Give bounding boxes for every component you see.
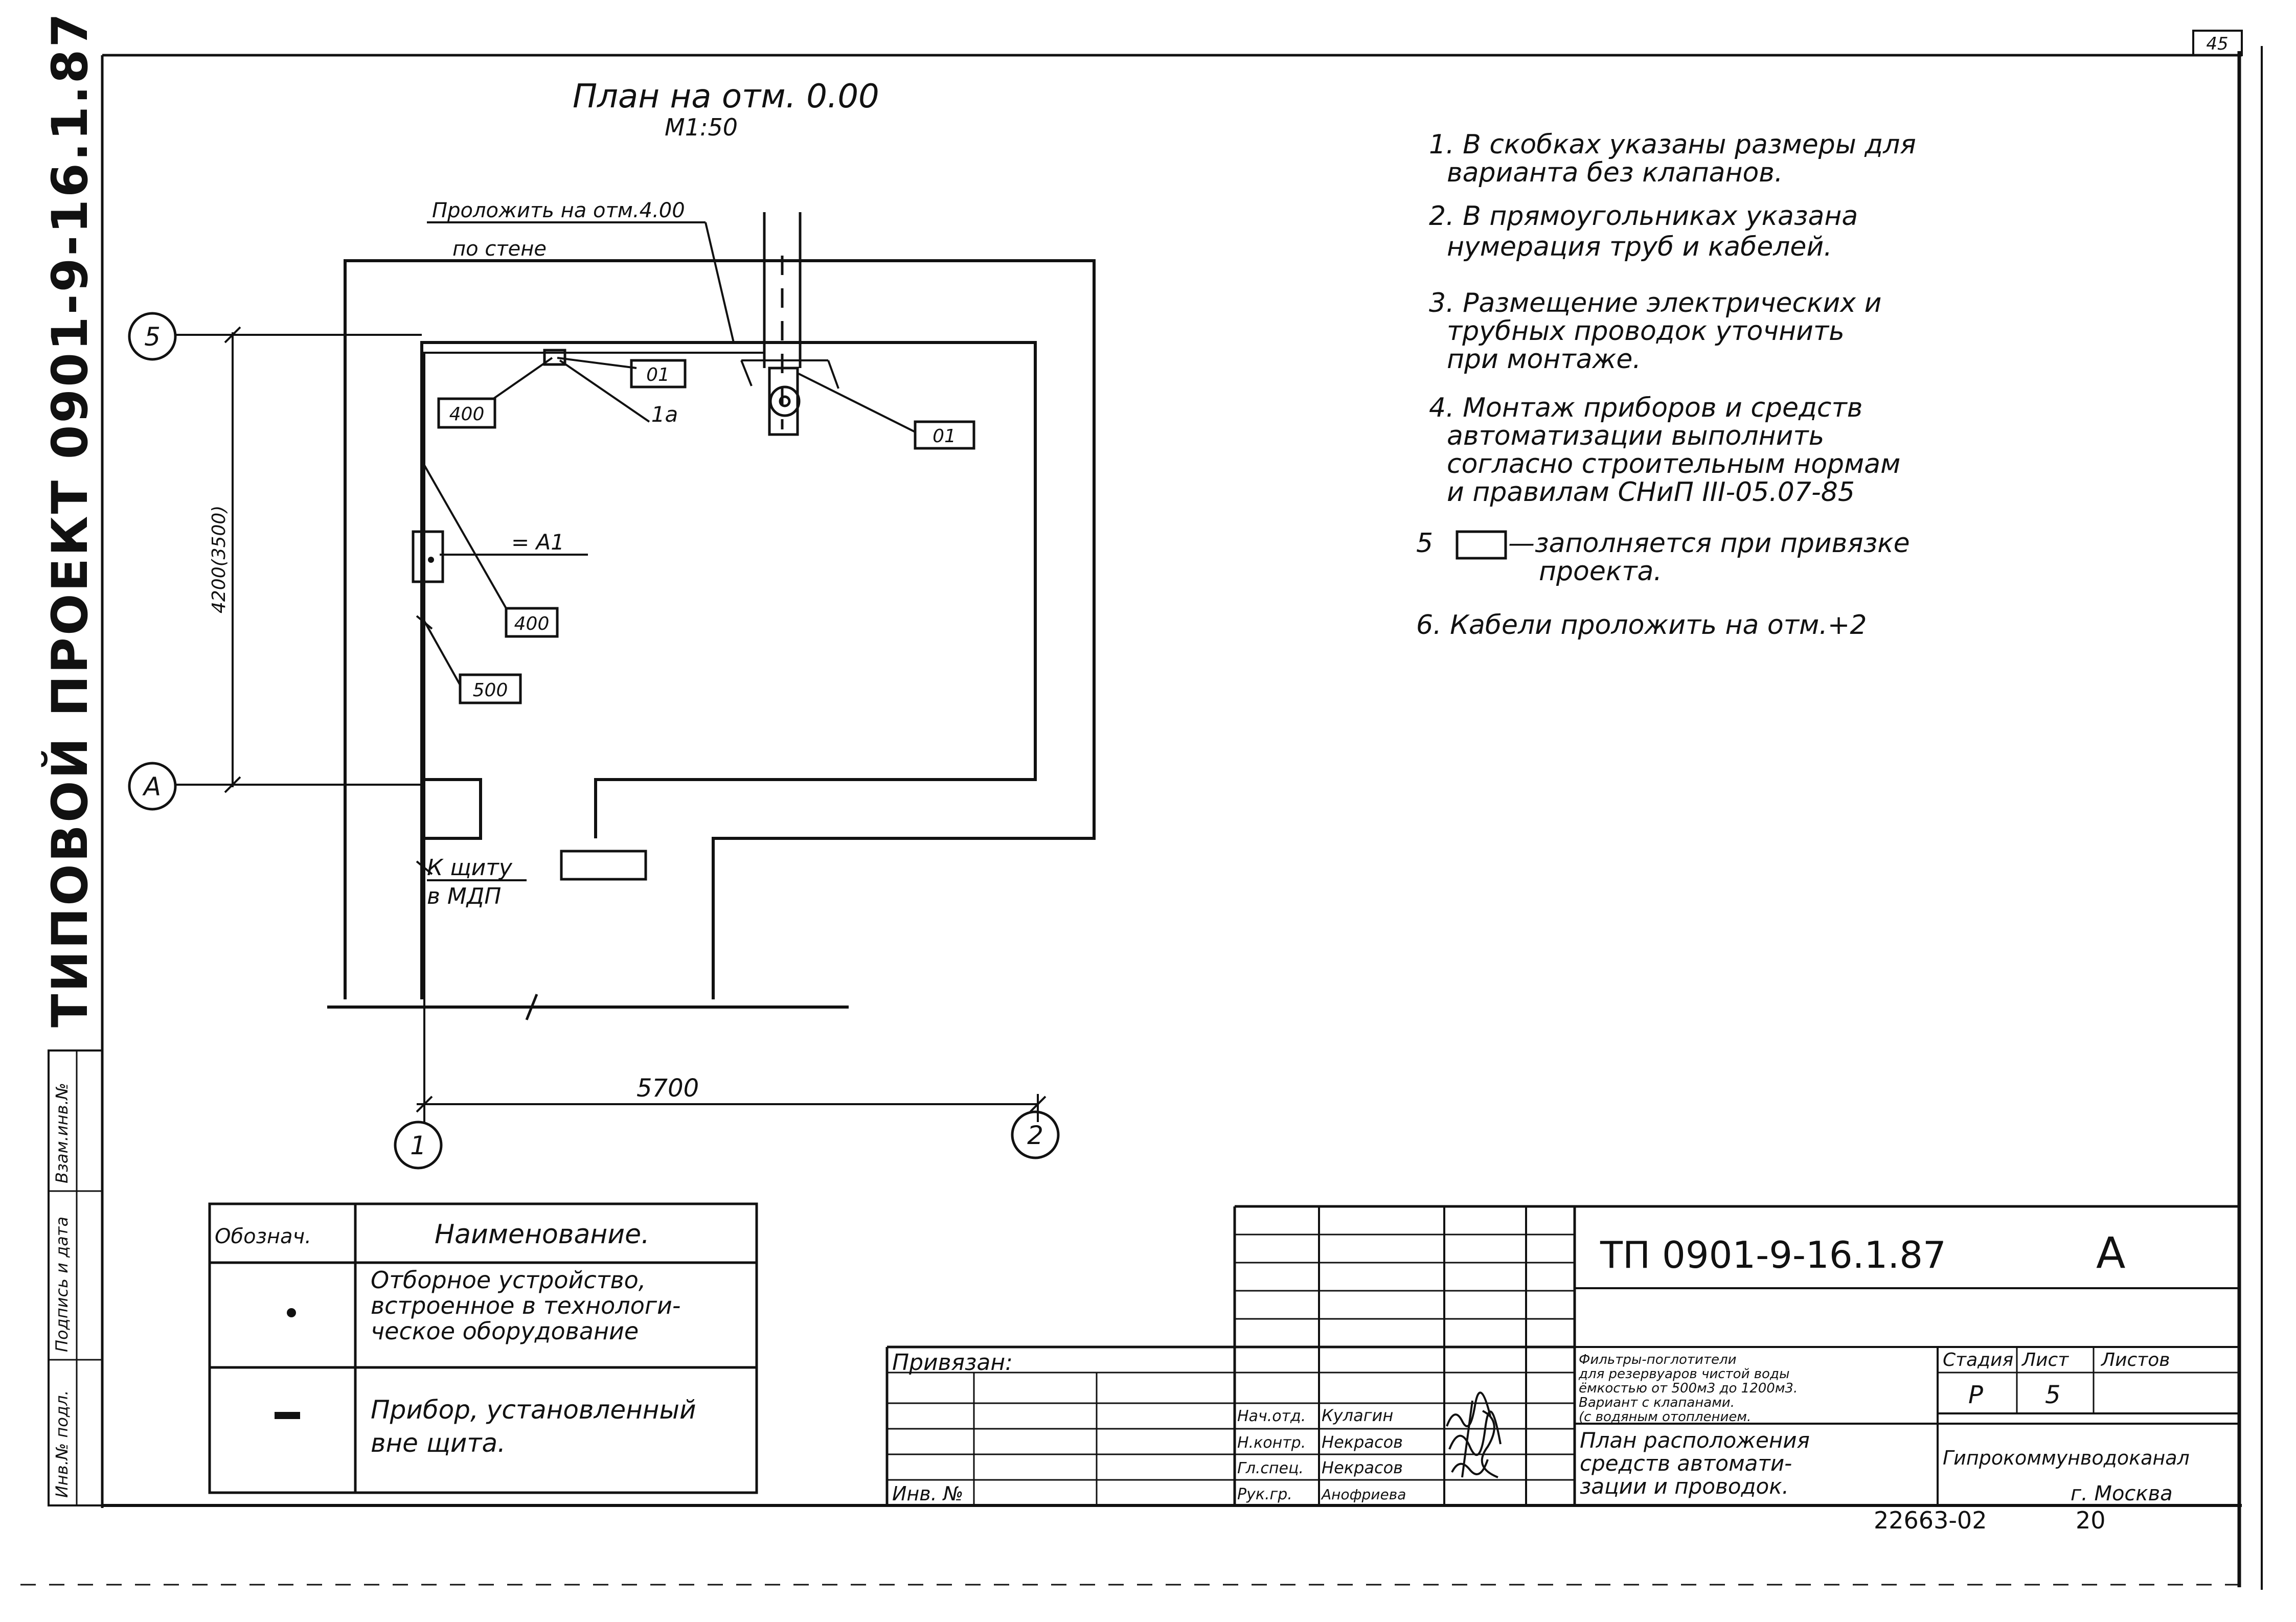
axis-a: А (142, 772, 161, 802)
drawing-line-3: зации и проводок. (1580, 1474, 1789, 1499)
name-4: Анофриева (1321, 1486, 1406, 1503)
object-line-5: (с водяным отоплением. (1579, 1409, 1751, 1425)
note-4-line3: согласно строительным нормам (1447, 449, 1900, 479)
side-margin: ТИПОВОЙ ПРОЕКТ 0901-9-16.1.87 АЛЬБОМ Вза… (41, 0, 103, 1506)
legend-table (208, 1202, 758, 1494)
legend-row2-line2: вне щита. (371, 1428, 506, 1458)
empty-tag-box (560, 850, 647, 881)
note-3-line3: при монтаже. (1447, 344, 1641, 375)
leaders (423, 221, 916, 686)
to-panel-line1: К щиту (427, 855, 513, 881)
sheet-no-value: 5 (2045, 1381, 2061, 1409)
tag-01-left: 01 (646, 364, 670, 385)
object-line-2: для резервуаров чистой воды (1578, 1366, 1789, 1382)
sheets-label: Листов (2100, 1350, 2170, 1370)
album-letter: А (2096, 1228, 2125, 1278)
name-1: Кулагин (1322, 1406, 1393, 1425)
side-stamp: ТИПОВОЙ ПРОЕКТ 0901-9-16.1.87 АЛЬБОМ (41, 0, 99, 1027)
name-2: Некрасов (1322, 1432, 1403, 1452)
to-panel-line2: в МДП (427, 883, 501, 909)
pipe-note-line2: по стене (452, 237, 547, 261)
axis-1: 1 (410, 1131, 426, 1160)
legend-row1-line1: Отборное устройство, (371, 1266, 646, 1294)
note-1-line1: 1. В скобках указаны размеры для (1429, 129, 1916, 160)
role-2: Н.контр. (1237, 1434, 1306, 1452)
note-3-line1: 3. Размещение электрических и (1429, 288, 1881, 318)
role-3: Гл.спец. (1237, 1459, 1304, 1477)
note-5-line2: проекта. (1539, 556, 1662, 587)
role-4: Рук.гр. (1237, 1486, 1292, 1503)
general-notes: 1. В скобках указаны размеры для вариант… (1416, 129, 1916, 641)
corner-mark: 45 (2206, 34, 2228, 54)
drawing-line-2: средств автомати- (1580, 1451, 1792, 1476)
title-block (885, 1205, 2239, 1505)
footer-page: 20 (2076, 1506, 2106, 1534)
tag-400-mid: 400 (514, 613, 550, 634)
side-col-inv: Инв.№ подл. (52, 1390, 72, 1498)
plan-scale: М1:50 (665, 113, 738, 141)
note-4-line2: автоматизации выполнить (1447, 421, 1824, 451)
axis-2: 2 (1027, 1121, 1043, 1150)
legend-col-symbol: Обознач. (215, 1225, 311, 1248)
floor-plan (327, 212, 1096, 1112)
side-col-vzam: Взам.инв.№ (52, 1083, 72, 1183)
tag-01-right: 01 (933, 426, 956, 447)
pipe-note-line1: Проложить на отм.4.00 (432, 199, 685, 222)
axis-5: 5 (144, 322, 161, 352)
object-line-1: Фильтры-поглотители (1579, 1352, 1737, 1367)
note-5-number: 5 (1416, 528, 1433, 559)
note-4-line4: и правилам СНиП III-05.07-85 (1447, 477, 1855, 508)
note-5-box (1456, 530, 1507, 560)
dim-horizontal: 5700 (636, 1074, 699, 1103)
object-line-4: Вариант с клапанами. (1579, 1395, 1735, 1410)
legend-symbol-dot (287, 1308, 296, 1317)
tag-400-top: 400 (449, 404, 485, 425)
project-code: ТП 0901-9-16.1.87 (1600, 1233, 1946, 1276)
note-2-line2: нумерация труб и кабелей. (1447, 232, 1832, 262)
note-5-line1: —заполняется при привязке (1508, 528, 1910, 559)
sheet-frame: 45 (20, 30, 2263, 1590)
privyazan-label: Привязан: (892, 1350, 1013, 1376)
note-2-line1: 2. В прямоугольниках указана (1429, 201, 1858, 232)
note-1-line2: варианта без клапанов. (1447, 157, 1783, 188)
sheet-label: Лист (2021, 1350, 2069, 1370)
drawing-line-1: План расположения (1580, 1428, 1810, 1453)
legend-col-name: Наименование. (435, 1219, 650, 1250)
note-6: 6. Кабели проложить на отм.+2 (1416, 610, 1867, 641)
axes (128, 312, 1060, 1170)
org-name: Гипрокоммунводоканал (1943, 1447, 2190, 1469)
stage-label: Стадия (1943, 1350, 2013, 1370)
note-3-line2: трубных проводок уточнить (1447, 316, 1845, 347)
stage-value: Р (1968, 1381, 1983, 1409)
legend-row1-line3: ческое оборудование (371, 1317, 639, 1345)
footer-number: 22663-02 (1874, 1506, 1987, 1534)
legend-row2-line1: Прибор, установленный (371, 1395, 696, 1425)
tag-500: 500 (473, 680, 508, 701)
tag-a1: = А1 (511, 530, 564, 555)
side-col-podpis: Подпись и дата (52, 1217, 72, 1352)
inv-no-label: Инв. № (892, 1482, 963, 1505)
object-line-3: ёмкостью от 500м3 до 1200м3. (1579, 1381, 1798, 1396)
name-3: Некрасов (1322, 1458, 1403, 1477)
dim-vertical: 4200(3500) (209, 506, 230, 613)
tag-1a: 1а (651, 402, 678, 427)
tag-boxes: 400 01 1а 01 = А1 400 500 (437, 359, 975, 881)
org-city: г. Москва (2071, 1482, 2173, 1505)
legend-row1-line2: встроенное в технологи- (371, 1292, 681, 1319)
role-1: Нач.отд. (1237, 1407, 1306, 1425)
plan-title: План на отм. 0.00 (573, 78, 879, 116)
legend-symbol-bar (275, 1412, 300, 1419)
note-4-line1: 4. Монтаж приборов и средств (1429, 393, 1862, 423)
